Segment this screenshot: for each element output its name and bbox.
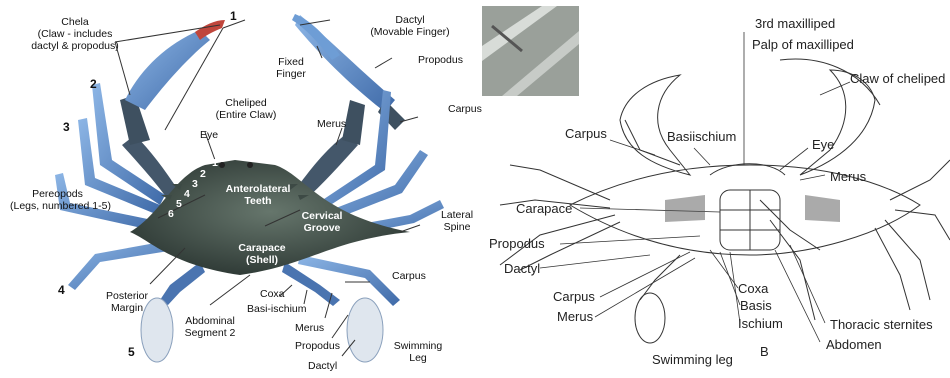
carapace-num-2: 2 [200,168,206,180]
right-eye-dot [247,162,253,168]
label-anterolateral-teeth: Anterolateral Teeth [218,183,298,207]
label-abdomen: Abdomen [826,338,882,352]
left-walking-legs [55,83,175,290]
label-merus-top: Merus [317,118,346,130]
left-chela-dactyl [195,20,225,40]
label-carpus-bottom: Carpus [392,270,426,282]
label-coxa-right: Coxa [738,282,768,296]
label-chela: Chela (Claw - includes dactyl & propodus… [30,16,120,52]
label-pereopods: Pereopods (Legs, numbered 1-5) [10,188,105,212]
label-propodus-bottom: Propodus [295,340,340,352]
label-palp-maxilliped: Palp of maxilliped [752,38,854,52]
label-carpus-top: Carpus [448,103,482,115]
label-swimming-leg-right: Swimming leg [652,353,733,367]
label-basis: Basis [740,299,772,313]
label-carapace-right: Carapace [516,202,572,216]
label-lateral-spine: Lateral Spine [435,209,479,233]
right-chela-dactyl [292,14,340,60]
label-posterior-margin: Posterior Margin [97,290,157,314]
carapace-num-4: 4 [184,188,190,200]
carapace-shading-right [805,195,840,222]
left-chela-propodus [125,30,210,110]
label-figure-b: B [760,345,769,359]
carapace-shading [665,195,705,222]
leg-number-5: 5 [128,345,135,359]
label-fixed-finger: Fixed Finger [266,56,316,80]
label-carpus-1: Carpus [565,127,607,141]
label-basi-ischium: Basi-ischium [247,303,307,315]
label-carapace-shell: Carapace (Shell) [227,242,297,266]
leg-number-1: 1 [230,9,237,23]
label-merus-bottom: Merus [295,322,324,334]
swimming-leg-outline [640,255,680,300]
label-coxa-left: Coxa [260,288,285,300]
left-eye-dot [219,162,225,168]
leg-number-3: 3 [63,120,70,134]
label-eye-left: Eye [200,129,218,141]
label-abdominal-segment: Abdominal Segment 2 [175,315,245,339]
carapace-num-6: 6 [168,208,174,220]
label-merus-1: Merus [830,170,866,184]
label-swimming-leg-left: Swimming Leg [388,340,448,364]
label-merus-2: Merus [557,310,593,324]
leg-number-4: 4 [58,283,65,297]
carapace-num-3: 3 [192,178,198,190]
label-claw-cheliped: Claw of cheliped [850,72,945,86]
label-thoracic-sternites: Thoracic sternites [830,318,933,332]
label-basiischium: Basiischium [667,130,736,144]
label-dactyl-bottom: Dactyl [308,360,337,372]
carapace-num-5: 5 [176,198,182,210]
label-propodus-top: Propodus [418,54,463,66]
label-eye-right: Eye [812,138,834,152]
label-3rd-maxilliped: 3rd maxilliped [755,17,835,31]
label-cervical-groove: Cervical Groove [287,210,357,234]
leg-number-2: 2 [90,77,97,91]
label-ischium: Ischium [738,317,783,331]
left-leg-1 [510,165,610,200]
label-dactyl-top: Dactyl (Movable Finger) [360,14,460,38]
label-cheliped: Cheliped (Entire Claw) [206,97,286,121]
carapace-num-1: 1 [212,157,218,169]
label-propodus-right: Propodus [489,237,545,251]
label-carpus-2: Carpus [553,290,595,304]
label-dactyl-right: Dactyl [504,262,540,276]
left-cheliped-outline [620,75,690,175]
